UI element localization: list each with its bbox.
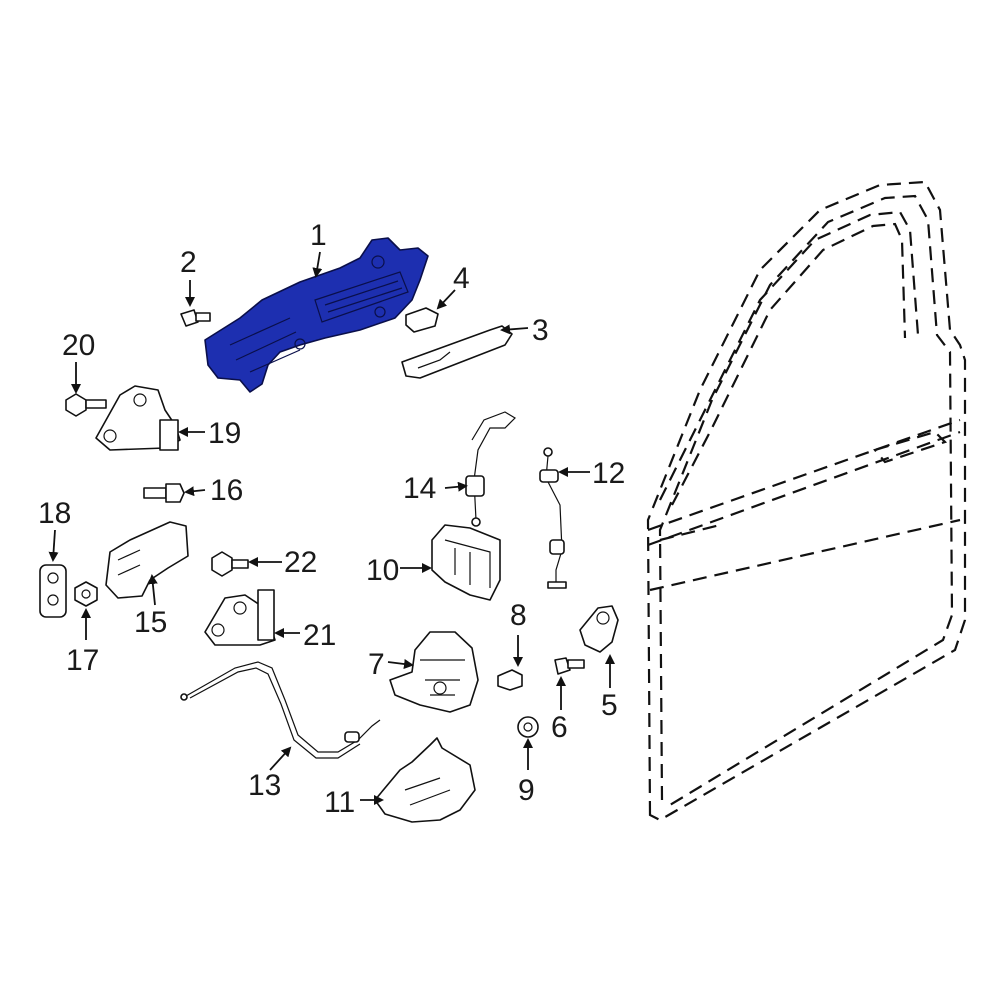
- callout-2: 2: [180, 246, 197, 279]
- part-9-grommet: [517, 716, 539, 738]
- callout-arrows: [48, 251, 615, 805]
- callout-21: 21: [303, 619, 336, 652]
- part-6-screw: [554, 657, 585, 675]
- callout-labels: 1 2 3 4 5 6 7 8 9 10 11 12 13 14 15 16 1…: [38, 219, 625, 819]
- part-8-screw: [497, 669, 523, 691]
- door-outline: [646, 180, 967, 822]
- callout-10: 10: [366, 554, 399, 587]
- part-17-nut: [74, 581, 98, 607]
- part-21-lower-hinge: [204, 589, 276, 646]
- part-16-bolt: [143, 483, 185, 503]
- part-3-handle-cover: [401, 325, 513, 379]
- callout-9: 9: [518, 774, 535, 807]
- callout-1: 1: [310, 219, 327, 252]
- callout-12: 12: [592, 457, 625, 490]
- part-18-pad: [39, 564, 67, 618]
- part-7-lock-actuator: [389, 631, 479, 713]
- callout-19: 19: [208, 417, 241, 450]
- part-20-bolt: [65, 393, 107, 417]
- callout-4: 4: [453, 262, 470, 295]
- callout-17: 17: [66, 644, 99, 677]
- callout-8: 8: [510, 599, 527, 632]
- callout-7: 7: [368, 648, 385, 681]
- callout-11: 11: [324, 786, 355, 819]
- part-10-latch-housing: [431, 524, 501, 601]
- part-2-screw: [180, 309, 211, 327]
- part-4-clip: [405, 307, 439, 333]
- callout-20: 20: [62, 329, 95, 362]
- callout-14: 14: [403, 472, 436, 505]
- callout-16: 16: [210, 474, 243, 507]
- callout-22: 22: [284, 546, 317, 579]
- part-12-rod: [539, 447, 567, 589]
- callout-13: 13: [248, 769, 281, 802]
- callout-6: 6: [551, 711, 568, 744]
- part-15-door-check: [105, 521, 189, 599]
- callout-3: 3: [532, 314, 549, 347]
- part-22-bolt: [211, 551, 249, 577]
- part-11-shield: [374, 737, 476, 823]
- part-1-handle-bracket: [204, 237, 429, 393]
- part-19-upper-hinge: [95, 385, 181, 451]
- part-5-striker: [579, 605, 619, 653]
- callout-18: 18: [38, 497, 71, 530]
- callout-15: 15: [134, 606, 167, 639]
- part-14-cable: [465, 411, 516, 527]
- callout-5: 5: [601, 689, 618, 722]
- part-13-cable: [180, 661, 381, 759]
